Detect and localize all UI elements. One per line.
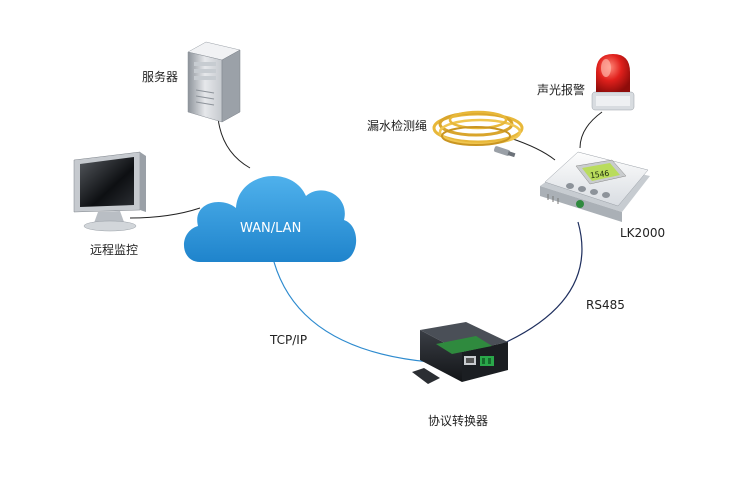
- tcp-ip-label: TCP/IP: [270, 333, 308, 347]
- server-label: 服务器: [142, 70, 179, 84]
- rope-controller-link: [509, 137, 556, 161]
- rs485-label: RS485: [586, 298, 625, 312]
- water-leak-rope-label: 漏水检测绳: [367, 119, 428, 133]
- cloud-icon: [183, 175, 357, 262]
- protocol-converter-label: 协议转换器: [428, 414, 489, 428]
- remote-monitor-label: 远程监控: [90, 243, 139, 257]
- cloud-label: WAN/LAN: [240, 221, 302, 236]
- water-leak-rope-icon: [432, 110, 524, 158]
- rs485-link: [499, 221, 583, 346]
- alarm-icon: [591, 54, 635, 111]
- alarm-label: 声光报警: [537, 83, 586, 97]
- tcp-ip-link: [273, 261, 431, 363]
- protocol-converter-icon: [412, 322, 508, 384]
- lk2000-label: LK2000: [620, 226, 666, 240]
- monitor-icon: [73, 151, 146, 232]
- lk2000-display-value: 1546: [589, 169, 610, 181]
- lk2000-controller-icon: 1546: [540, 151, 650, 222]
- server-icon: [187, 41, 241, 123]
- server-cloud-link: [217, 117, 251, 169]
- alarm-controller-link: [579, 111, 603, 149]
- monitor-cloud-link: [129, 207, 201, 219]
